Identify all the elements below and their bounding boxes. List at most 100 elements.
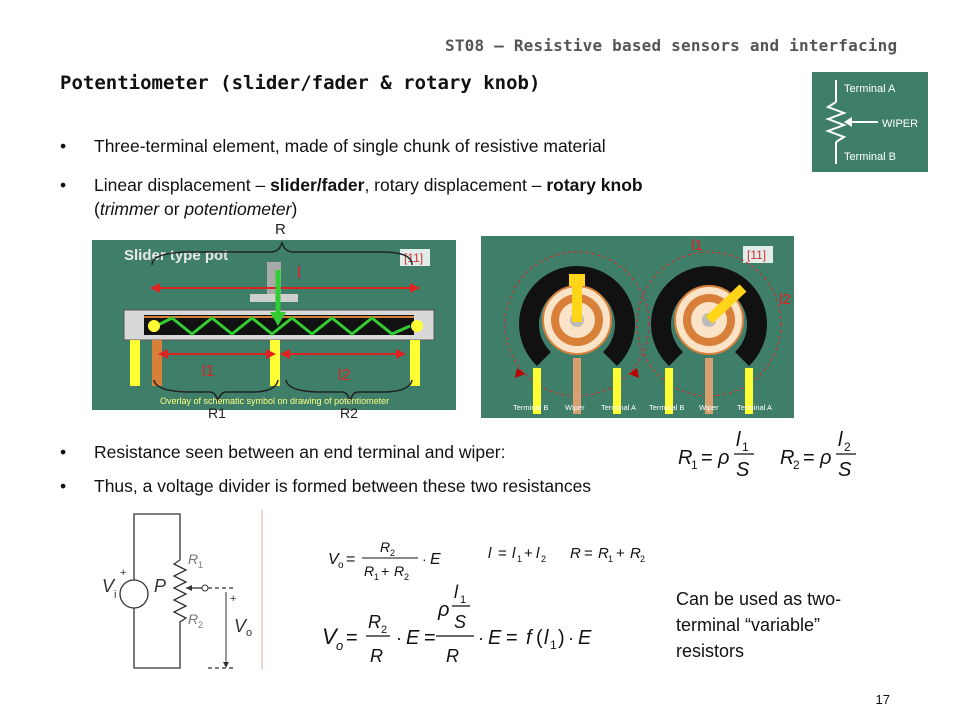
svg-text:1: 1 bbox=[517, 554, 522, 564]
bullet-dot: • bbox=[60, 476, 67, 496]
paren-close: ) bbox=[291, 199, 298, 219]
svg-text:·: · bbox=[478, 628, 484, 648]
circuit-vo-sub: o bbox=[246, 627, 252, 639]
potentiometer-term: potentiometer bbox=[184, 199, 292, 219]
bullet-dot: • bbox=[60, 442, 67, 462]
svg-text:R: R bbox=[780, 447, 794, 469]
svg-text:ρ: ρ bbox=[819, 447, 831, 469]
svg-text:ρ: ρ bbox=[717, 447, 729, 469]
rotary-ref: [11] bbox=[747, 248, 766, 262]
svg-text:2: 2 bbox=[541, 554, 546, 564]
circuit-vo-label: V bbox=[234, 616, 248, 636]
rotary-terminal-b-2: Terminal B bbox=[649, 403, 684, 412]
slider-caption: Slider type pot bbox=[124, 247, 228, 264]
svg-text:(: ( bbox=[536, 627, 543, 649]
slider-fader-term: slider/fader bbox=[270, 175, 365, 195]
circuit-r2-sub: 2 bbox=[198, 620, 203, 630]
bullet-voltage-divider: • Thus, a voltage divider is formed betw… bbox=[60, 476, 592, 497]
svg-text:=: = bbox=[506, 627, 518, 649]
svg-text:V: V bbox=[322, 624, 339, 649]
terminal-b-label: Terminal B bbox=[844, 151, 896, 163]
svg-text:+: + bbox=[524, 545, 533, 562]
slider-overlay-text: Overlay of schematic symbol on drawing o… bbox=[160, 396, 389, 406]
rotary-l2-label: l2 bbox=[779, 291, 791, 308]
bullet-dot: • bbox=[60, 136, 67, 156]
rotary-pot-figure: [11] l1 l2 Terminal B Wiper Terminal A T… bbox=[481, 236, 795, 420]
svg-text:E: E bbox=[578, 627, 592, 649]
svg-text:+: + bbox=[616, 545, 625, 562]
svg-text:2: 2 bbox=[640, 554, 645, 564]
svg-text:l: l bbox=[838, 429, 843, 451]
svg-text:S: S bbox=[838, 459, 852, 481]
svg-text:ρ: ρ bbox=[437, 599, 449, 621]
bullet-resistance-seen: • Resistance seen between an end termina… bbox=[60, 442, 506, 463]
svg-text:R: R bbox=[380, 539, 390, 555]
circuit-r2-label: R bbox=[188, 611, 198, 627]
svg-text:R: R bbox=[570, 545, 581, 562]
svg-text:1: 1 bbox=[742, 440, 749, 454]
svg-text:=: = bbox=[346, 551, 355, 568]
svg-text:=: = bbox=[701, 447, 713, 469]
circuit-plus-vo: + bbox=[230, 593, 236, 605]
slider-l2-label: l2 bbox=[338, 367, 351, 384]
potentiometer-symbol-icon: Terminal A WIPER Terminal B bbox=[825, 80, 918, 164]
svg-text:f: f bbox=[526, 627, 534, 649]
svg-text:l: l bbox=[536, 545, 540, 562]
rotary-wiper-1: Wiper bbox=[565, 403, 585, 412]
course-header: ST08 – Resistive based sensors and inter… bbox=[445, 36, 898, 55]
svg-text:2: 2 bbox=[381, 624, 387, 636]
slider-l1-label: l1 bbox=[202, 363, 215, 380]
svg-text:2: 2 bbox=[390, 548, 395, 558]
svg-text:=: = bbox=[424, 627, 436, 649]
terminal-a-label: Terminal A bbox=[844, 83, 896, 95]
slide-title: Potentiometer (slider/fader & rotary kno… bbox=[60, 72, 541, 94]
rotary-pot-drawing: [11] l1 l2 Terminal B Wiper Terminal A T… bbox=[481, 236, 794, 418]
slider-R1-label: R1 bbox=[208, 405, 226, 420]
svg-text:l: l bbox=[512, 545, 516, 562]
svg-text:R: R bbox=[598, 545, 609, 562]
potentiometer-symbol-box: Terminal A WIPER Terminal B bbox=[812, 72, 928, 172]
circuit-vi-label: V bbox=[102, 576, 116, 596]
page-number: 17 bbox=[875, 692, 890, 707]
svg-text:R: R bbox=[630, 545, 641, 562]
bullet-text: Three-terminal element, made of single c… bbox=[94, 136, 606, 156]
bullet-displacement: • Linear displacement – slider/fader, ro… bbox=[60, 173, 643, 221]
slider-ref: [11] bbox=[404, 251, 423, 265]
circuit-plus-vi: + bbox=[120, 567, 126, 579]
trimmer-term: trimmer bbox=[99, 199, 160, 219]
svg-text:): ) bbox=[558, 627, 565, 649]
rotary-l1-label: l1 bbox=[691, 237, 703, 254]
slider-pot-drawing: Slider type pot [11] R l bbox=[92, 221, 456, 421]
svg-text:S: S bbox=[454, 612, 466, 632]
slider-R-label: R bbox=[275, 221, 286, 238]
bullet-text: Resistance seen between an end terminal … bbox=[94, 442, 506, 462]
svg-text:R: R bbox=[368, 612, 381, 632]
rotary-knob-term: rotary knob bbox=[546, 175, 643, 195]
bullet-text-a: Linear displacement – bbox=[94, 175, 271, 195]
svg-text:1: 1 bbox=[374, 572, 379, 582]
svg-text:·: · bbox=[422, 551, 427, 567]
note-line-1: Can be used as two- bbox=[676, 589, 842, 609]
svg-text:=: = bbox=[584, 545, 593, 562]
bullet-dot: • bbox=[60, 175, 67, 195]
bullet-text: Thus, a voltage divider is formed betwee… bbox=[94, 476, 592, 496]
circuit-p-label: P bbox=[154, 576, 166, 596]
rotary-terminal-a-2: Terminal A bbox=[737, 403, 772, 412]
svg-text:V: V bbox=[328, 551, 340, 568]
bullet-text-c: , rotary displacement – bbox=[364, 175, 547, 195]
svg-text:l: l bbox=[454, 582, 459, 602]
svg-text:l: l bbox=[488, 545, 492, 562]
svg-text:S: S bbox=[736, 459, 750, 481]
svg-text:R: R bbox=[678, 447, 692, 469]
svg-text:o: o bbox=[338, 560, 344, 571]
svg-text:l: l bbox=[544, 627, 549, 649]
slider-R2-label: R2 bbox=[340, 405, 358, 420]
svg-text:R: R bbox=[364, 563, 374, 579]
svg-text:=: = bbox=[346, 627, 358, 649]
rotary-terminal-a-1: Terminal A bbox=[601, 403, 636, 412]
svg-text:·: · bbox=[568, 628, 574, 648]
svg-text:1: 1 bbox=[550, 638, 557, 652]
circuit-r1-label: R bbox=[188, 551, 198, 567]
